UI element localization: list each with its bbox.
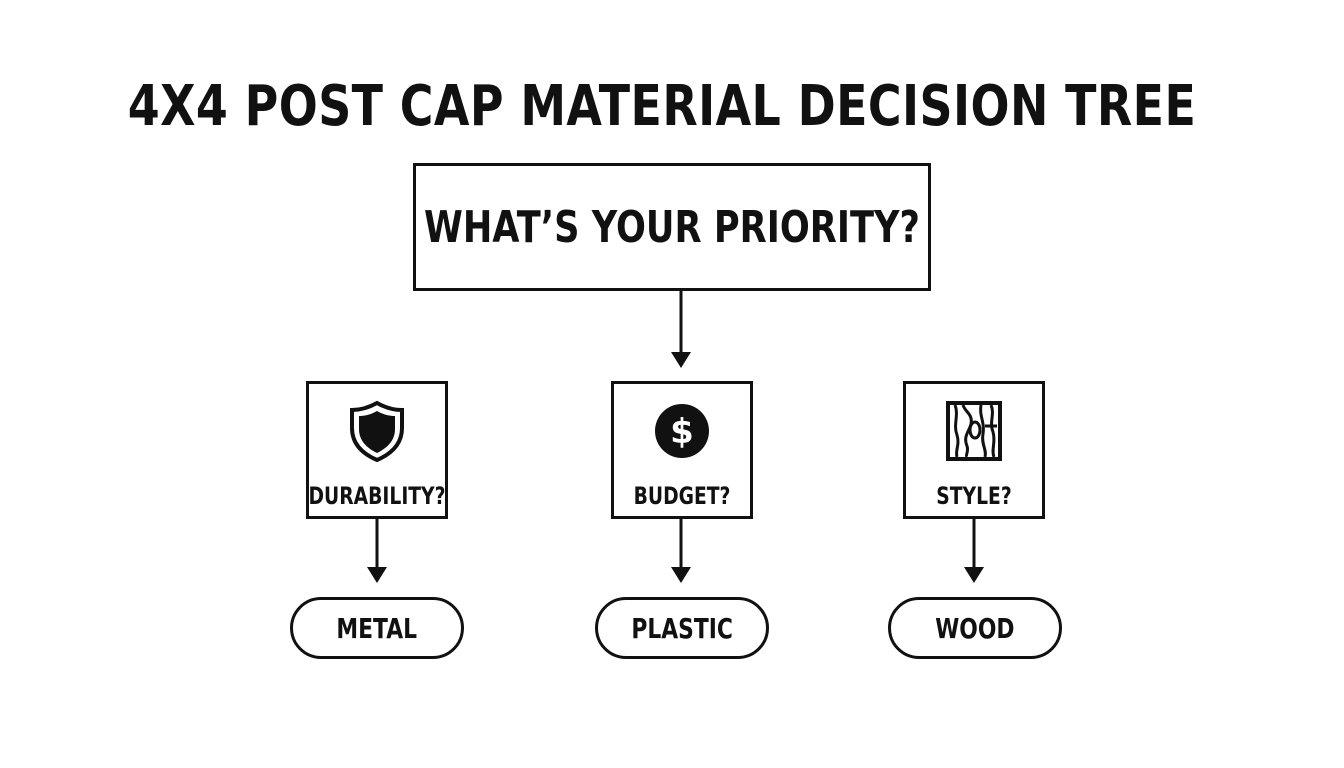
metal-outcome-pill: METAL: [290, 597, 464, 659]
plastic-outcome-pill: PLASTIC: [595, 597, 769, 659]
durability-question-box: DURABILITY?: [306, 381, 448, 519]
wood-outcome-pill: WOOD: [888, 597, 1062, 659]
plastic-outcome-label: PLASTIC: [631, 611, 733, 645]
dollar-coin-icon: $: [655, 404, 709, 458]
diagram-title: 4X4 POST CAP MATERIAL DECISION TREE: [127, 74, 1197, 139]
budget-to-plastic-arrow: [671, 519, 691, 583]
metal-outcome-label: METAL: [336, 611, 418, 645]
budget-question-box: $ BUDGET?: [611, 381, 753, 519]
wood-outcome-label: WOOD: [935, 611, 1015, 645]
style-question-label: STYLE?: [936, 482, 1012, 510]
durability-to-metal-arrow: [367, 519, 387, 583]
wood-grain-icon: [946, 401, 1002, 461]
root-question-label: WHAT’S YOUR PRIORITY?: [424, 201, 920, 253]
shield-icon: [350, 400, 404, 462]
svg-text:$: $: [670, 412, 694, 452]
root-to-budget-arrow: [671, 291, 691, 368]
style-to-wood-arrow: [964, 519, 984, 583]
root-question-box: WHAT’S YOUR PRIORITY?: [413, 163, 931, 291]
style-question-box: STYLE?: [903, 381, 1045, 519]
durability-question-label: DURABILITY?: [308, 482, 446, 510]
budget-question-label: BUDGET?: [633, 482, 731, 510]
